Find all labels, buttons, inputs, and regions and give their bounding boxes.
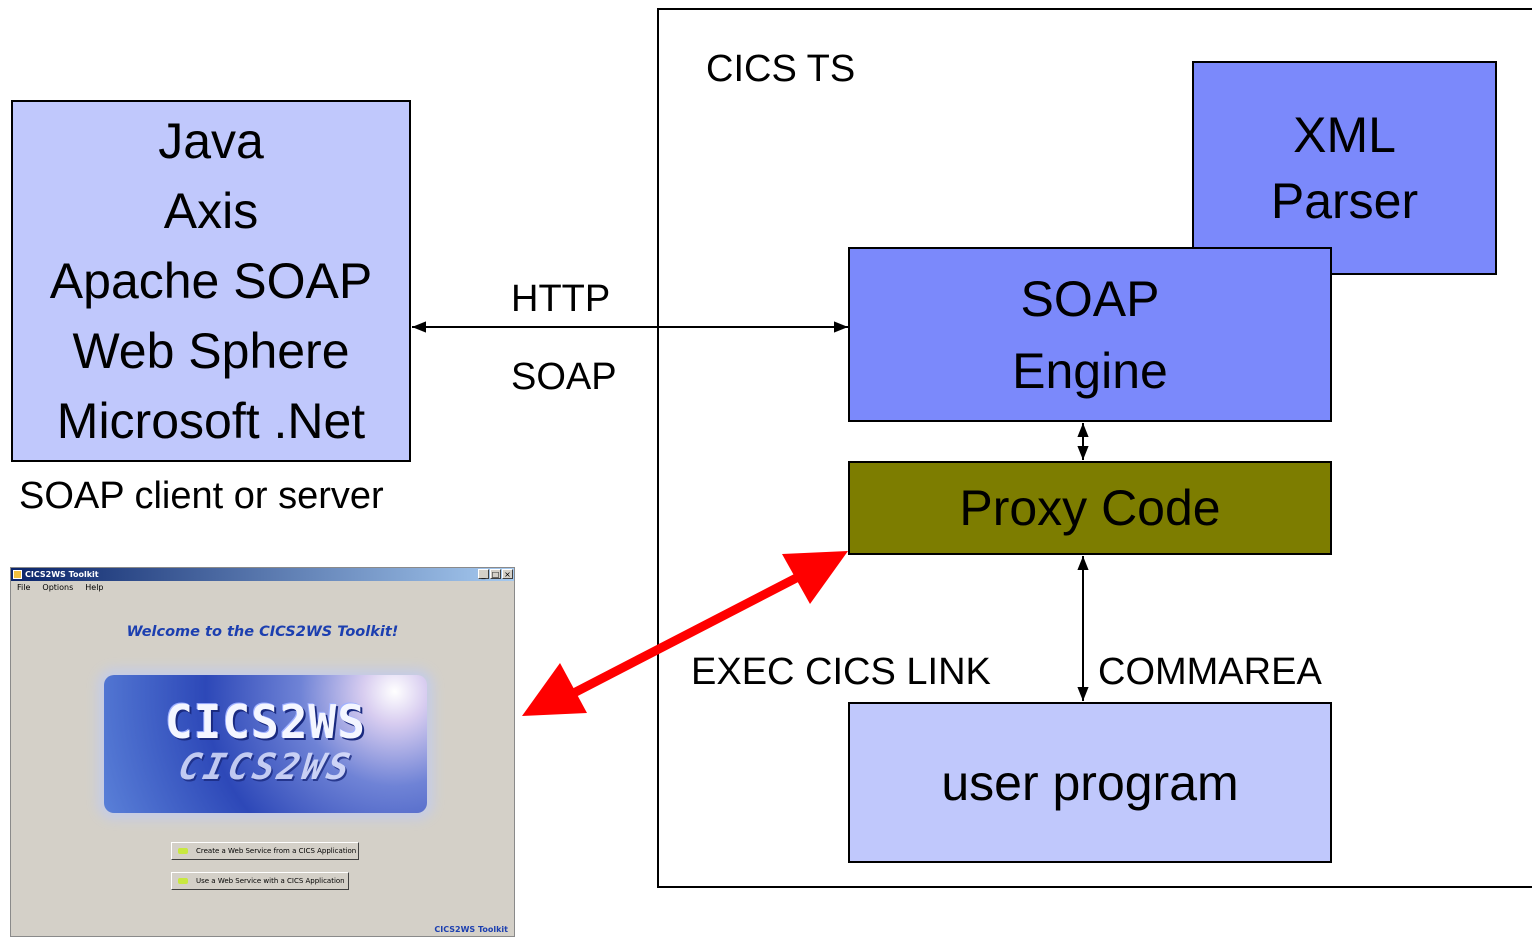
client-line-dotnet: Microsoft .Net (56, 393, 366, 449)
commarea-label: COMMAREA (1098, 651, 1322, 693)
xml-parser-line-2: Parser (1270, 173, 1419, 229)
logo-text: CICS2WS (165, 695, 366, 749)
toolkit-welcome-heading: Welcome to the CICS2WS Toolkit! (126, 624, 399, 640)
button-arrow-icon (178, 878, 188, 884)
soap-client-box: Java Axis Apache SOAP Web Sphere Microso… (11, 100, 411, 462)
soap-engine-line-2: Engine (1012, 342, 1168, 399)
minimize-icon[interactable]: _ (478, 569, 489, 579)
protocol-soap-label: SOAP (511, 356, 617, 398)
app-icon (13, 570, 22, 579)
menu-options[interactable]: Options (42, 583, 74, 592)
exec-cics-link-label: EXEC CICS LINK (691, 651, 991, 693)
user-program-box: user program (848, 702, 1332, 863)
maximize-icon[interactable]: □ (490, 569, 501, 579)
create-web-service-label: Create a Web Service from a CICS Applica… (196, 847, 357, 855)
close-icon[interactable]: × (502, 569, 513, 579)
soap-engine-line-1: SOAP (1020, 270, 1160, 327)
proxy-code-box: Proxy Code (848, 461, 1332, 555)
red-toolkit-arrow (522, 551, 848, 716)
toolkit-window: CICS2WS Toolkit _ □ × File Options Help We… (10, 567, 515, 937)
logo-reflection: CICS2WS (174, 747, 357, 788)
client-line-apache-soap: Apache SOAP (49, 253, 373, 309)
cics2ws-logo: CICS2WS CICS2WS (104, 675, 427, 813)
toolkit-status-label: CICS2WS Toolkit (434, 925, 508, 934)
button-arrow-icon (178, 848, 188, 854)
use-web-service-button[interactable]: Use a Web Service with a CICS Applicatio… (171, 872, 349, 890)
toolkit-titlebar[interactable]: CICS2WS Toolkit (11, 568, 514, 581)
toolkit-menubar: File Options Help (11, 582, 514, 594)
menu-file[interactable]: File (17, 583, 31, 592)
client-caption: SOAP client or server (19, 475, 384, 517)
client-line-java: Java (158, 113, 264, 169)
create-web-service-button[interactable]: Create a Web Service from a CICS Applica… (171, 842, 359, 860)
xml-parser-box: XML Parser (1192, 61, 1497, 275)
proxy-code-label: Proxy Code (959, 480, 1221, 536)
client-line-websphere: Web Sphere (72, 323, 350, 379)
client-line-axis: Axis (163, 183, 259, 239)
soap-engine-box: SOAP Engine (848, 247, 1332, 422)
user-program-label: user program (941, 754, 1239, 811)
protocol-http-label: HTTP (511, 278, 611, 320)
cics-title: CICS TS (706, 48, 856, 90)
menu-help[interactable]: Help (85, 583, 104, 592)
use-web-service-label: Use a Web Service with a CICS Applicatio… (196, 877, 345, 885)
xml-parser-line-1: XML (1293, 107, 1396, 163)
